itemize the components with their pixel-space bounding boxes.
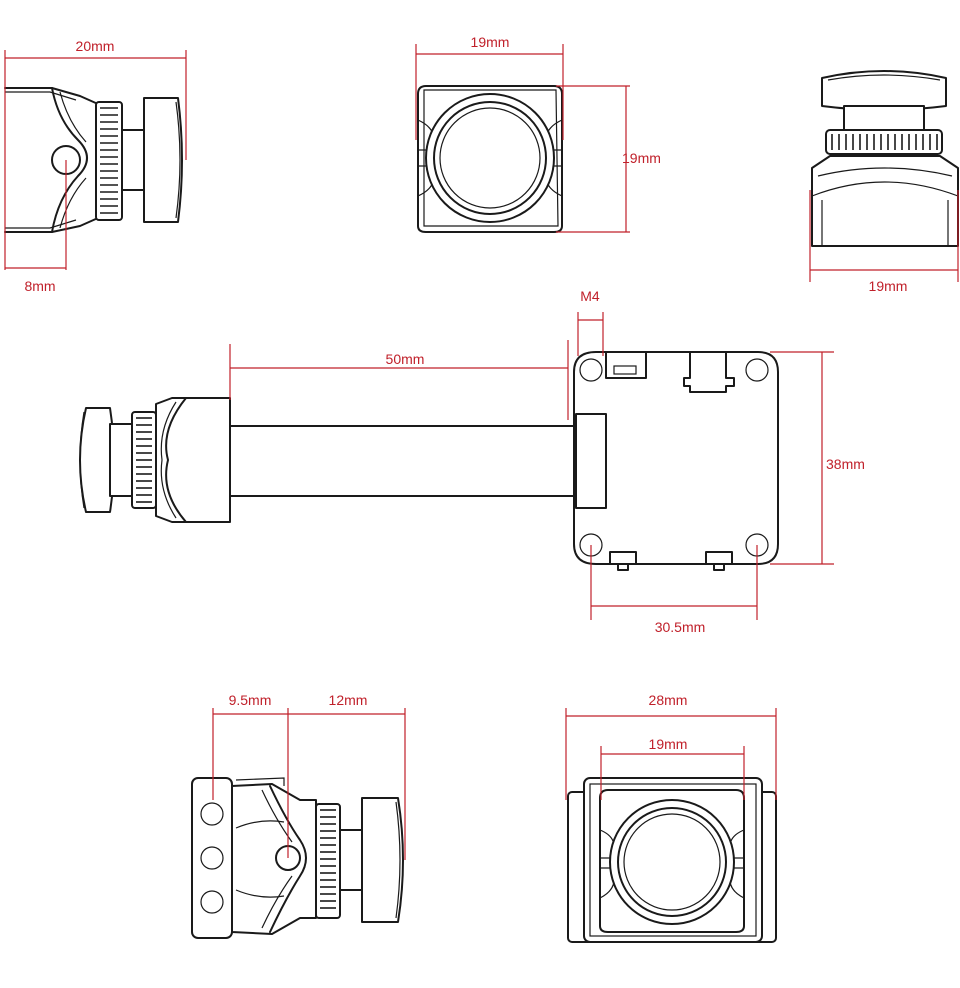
dim-side-width: 20mm xyxy=(76,38,115,54)
top-knurl-lines xyxy=(831,134,938,150)
dim-bracket-depth: 9.5mm xyxy=(229,692,272,708)
knurl-lines xyxy=(100,107,118,214)
side-view-camera xyxy=(4,87,183,233)
dim-bracket-outer: 28mm xyxy=(649,692,688,708)
dim-cable-length: 50mm xyxy=(386,351,425,367)
dim-front-width: 19mm xyxy=(471,34,510,50)
dim-board-height: 38mm xyxy=(826,456,865,472)
bracket-front-dimensions xyxy=(565,708,777,800)
assembly-cable xyxy=(229,413,607,509)
assembly-dimensions xyxy=(229,312,834,620)
front-view-camera xyxy=(417,85,563,233)
bracket-front-view xyxy=(567,777,777,943)
side-view-dimensions xyxy=(4,50,187,270)
dim-thread: M4 xyxy=(580,288,600,304)
dim-front-height: 19mm xyxy=(622,150,661,166)
dim-hole-spacing: 30.5mm xyxy=(655,619,706,635)
front-view-dimensions xyxy=(415,44,630,233)
assembly-board xyxy=(573,351,779,571)
bracket-side-dimensions xyxy=(212,708,406,860)
top-view-dimensions xyxy=(809,190,959,282)
dim-top-width: 19mm xyxy=(869,278,908,294)
dim-bracket-inner: 19mm xyxy=(649,736,688,752)
top-view-camera xyxy=(811,70,959,247)
assembly-camera xyxy=(79,397,231,523)
dim-side-depth: 8mm xyxy=(24,278,55,294)
assembly-knurl-lines xyxy=(136,417,152,503)
bracket-side-view xyxy=(191,777,404,939)
dim-bracket-lens: 12mm xyxy=(329,692,368,708)
bracket-knurl-lines xyxy=(320,809,336,909)
